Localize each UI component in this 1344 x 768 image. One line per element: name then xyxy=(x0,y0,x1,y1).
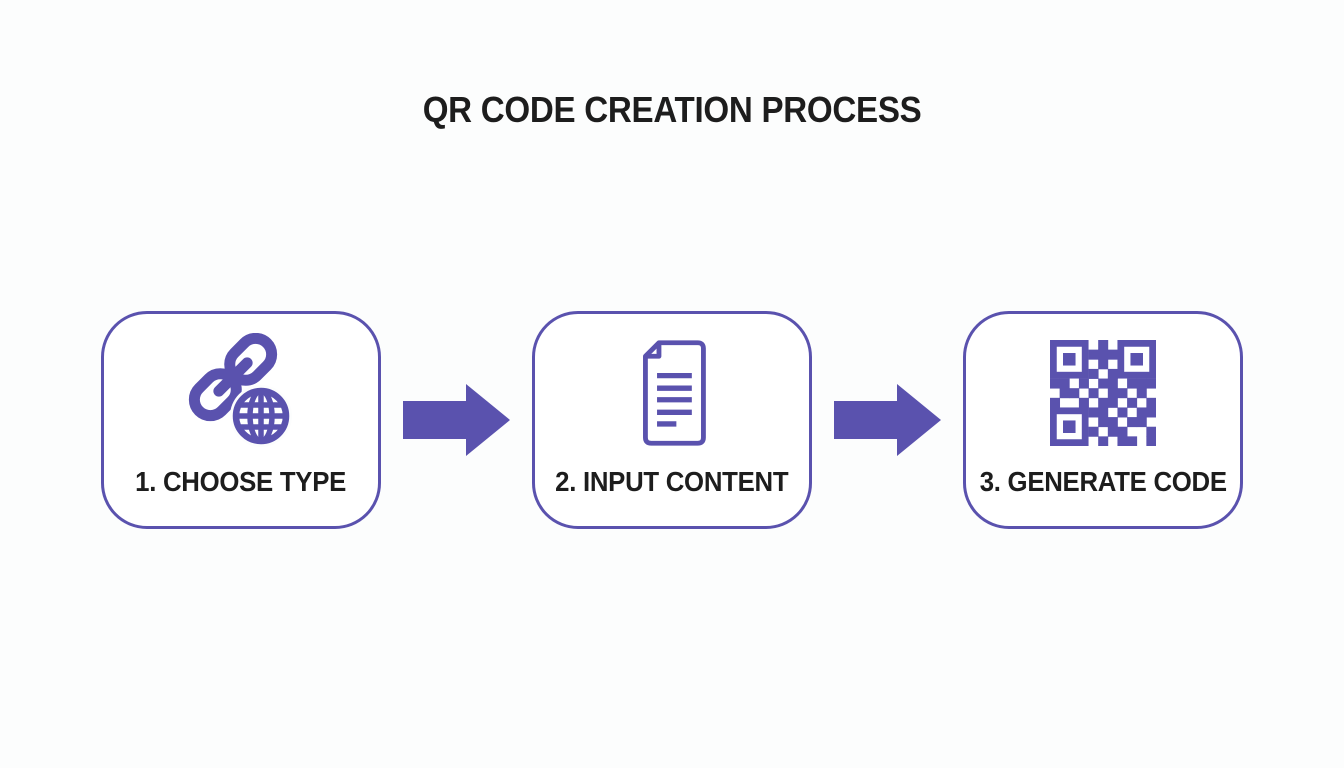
process-flow: 1. CHOOSE TYPE 2. INPUT CONTENT xyxy=(0,311,1344,529)
link-globe-icon xyxy=(181,332,301,454)
step-box-generate-code: 3. GENERATE CODE xyxy=(963,311,1243,529)
step-box-choose-type: 1. CHOOSE TYPE xyxy=(101,311,381,529)
right-arrow-icon xyxy=(403,384,510,456)
step-label-choose-type: 1. CHOOSE TYPE xyxy=(135,466,347,497)
step-box-input-content: 2. INPUT CONTENT xyxy=(532,311,812,529)
step-label-input-content: 2. INPUT CONTENT xyxy=(555,466,789,497)
document-icon xyxy=(624,332,721,454)
page-title: QR CODE CREATION PROCESS xyxy=(0,92,1344,128)
page-title-text: QR CODE CREATION PROCESS xyxy=(422,89,922,130)
step-label-generate-code: 3. GENERATE CODE xyxy=(979,466,1227,497)
qr-code-icon xyxy=(1050,332,1156,454)
right-arrow-icon xyxy=(834,384,941,456)
